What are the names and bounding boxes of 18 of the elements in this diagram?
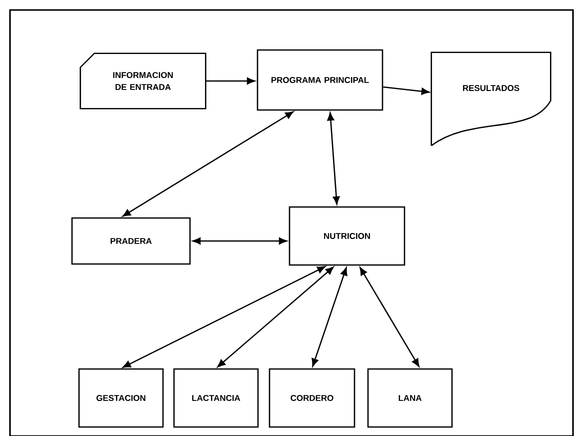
arrow bbox=[206, 78, 255, 84]
process-box: LACTANCIA bbox=[173, 368, 259, 428]
arrow bbox=[360, 267, 420, 367]
document-shape: RESULTADOS bbox=[430, 52, 552, 146]
arrow bbox=[122, 111, 294, 217]
process-box: PRADERA bbox=[71, 217, 191, 265]
process-box: PROGRAMA PRINCIPAL bbox=[256, 49, 384, 111]
arrow bbox=[327, 112, 340, 204]
arrow bbox=[122, 266, 326, 368]
process-box: NUTRICION bbox=[288, 206, 406, 266]
arrow bbox=[217, 266, 334, 368]
process-box: GESTACION bbox=[78, 368, 164, 428]
process-box: CORDERO bbox=[268, 368, 356, 428]
process-box: LANA bbox=[367, 368, 453, 428]
arrow bbox=[383, 86, 430, 95]
arrow bbox=[312, 267, 348, 367]
input-card: INFORMACION DE ENTRADA bbox=[80, 52, 206, 110]
arrow bbox=[192, 238, 287, 244]
